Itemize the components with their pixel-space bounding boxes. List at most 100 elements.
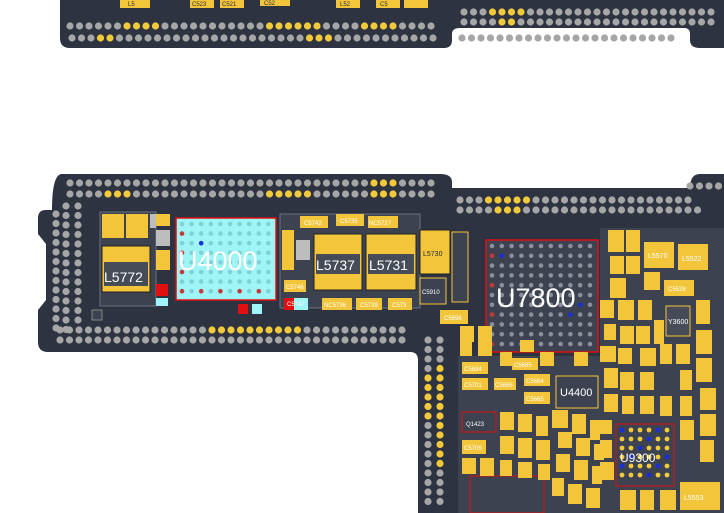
pad bbox=[637, 436, 643, 442]
pad bbox=[555, 8, 563, 16]
pad bbox=[568, 322, 573, 327]
pad bbox=[509, 312, 514, 317]
pad bbox=[208, 260, 214, 265]
pad bbox=[199, 22, 207, 30]
pad bbox=[180, 179, 188, 187]
pad bbox=[469, 18, 478, 26]
pad bbox=[469, 8, 478, 16]
l5570-label: L5570 bbox=[648, 253, 668, 260]
top-label-6: C5 bbox=[380, 2, 388, 8]
pad bbox=[424, 345, 432, 354]
pad bbox=[198, 288, 204, 294]
pad bbox=[104, 190, 112, 198]
c5739-label: C5739 bbox=[360, 303, 378, 309]
pad bbox=[113, 336, 121, 344]
u7800-chip[interactable]: U7800 bbox=[485, 239, 599, 353]
pad bbox=[628, 454, 634, 460]
pad bbox=[678, 8, 687, 16]
l5730-inductor[interactable] bbox=[419, 229, 451, 275]
pad bbox=[636, 196, 645, 204]
pad bbox=[587, 302, 593, 308]
passive bbox=[640, 348, 656, 366]
pad bbox=[456, 206, 464, 214]
top-label-4: C52 bbox=[264, 1, 276, 7]
pad bbox=[189, 221, 194, 227]
pad bbox=[275, 22, 283, 30]
pad bbox=[494, 196, 502, 204]
pad bbox=[577, 341, 583, 347]
pad bbox=[284, 179, 293, 187]
pad bbox=[189, 179, 198, 187]
pad bbox=[417, 179, 426, 187]
pad bbox=[505, 34, 514, 42]
pad bbox=[74, 316, 82, 324]
pad bbox=[132, 179, 141, 187]
pad bbox=[389, 22, 397, 30]
pad bbox=[94, 326, 102, 334]
passive bbox=[700, 414, 716, 436]
passive bbox=[644, 272, 660, 290]
pad bbox=[237, 231, 242, 236]
pad bbox=[208, 336, 216, 344]
pad bbox=[84, 336, 93, 344]
top-strip-components: L5 C523 C521 C52 L52 C5 bbox=[120, 0, 428, 8]
pad bbox=[688, 18, 696, 26]
pad bbox=[74, 249, 82, 258]
u4000-chip[interactable]: U4000 bbox=[175, 217, 277, 301]
pad bbox=[151, 336, 159, 344]
pad bbox=[424, 450, 432, 458]
pad bbox=[322, 190, 331, 198]
pad bbox=[460, 18, 468, 26]
pad bbox=[266, 288, 271, 294]
pad bbox=[265, 326, 273, 334]
pad bbox=[332, 22, 340, 30]
nc5736-label: NC5736 bbox=[324, 303, 347, 309]
u9300-chip[interactable]: U9300 bbox=[615, 423, 675, 487]
pad bbox=[534, 34, 542, 42]
pad bbox=[507, 18, 516, 26]
pad bbox=[558, 253, 563, 259]
pad bbox=[488, 18, 497, 26]
passive bbox=[500, 460, 512, 476]
pad bbox=[589, 206, 597, 214]
u4400-chip[interactable] bbox=[555, 375, 599, 409]
pad bbox=[198, 326, 207, 334]
q1423-transistor[interactable] bbox=[461, 411, 497, 433]
pad bbox=[189, 250, 194, 256]
c5665-label: C5665 bbox=[526, 397, 544, 403]
pad bbox=[572, 34, 580, 42]
passive bbox=[654, 320, 664, 344]
pad bbox=[560, 196, 569, 204]
pad bbox=[509, 243, 514, 249]
pad bbox=[237, 269, 242, 275]
pad bbox=[410, 34, 418, 42]
pad bbox=[436, 478, 444, 487]
pad bbox=[351, 22, 359, 30]
passive bbox=[540, 352, 554, 366]
pad bbox=[113, 190, 122, 198]
l5522-inductor[interactable] bbox=[678, 244, 708, 270]
passive bbox=[518, 414, 532, 432]
pad bbox=[179, 269, 185, 275]
passive bbox=[572, 414, 586, 434]
pad bbox=[498, 18, 506, 26]
pad bbox=[646, 463, 652, 469]
pad bbox=[558, 312, 563, 317]
y3600-crystal[interactable] bbox=[665, 305, 691, 337]
pad bbox=[331, 336, 340, 344]
pad bbox=[256, 240, 262, 246]
pad bbox=[179, 288, 185, 294]
l5730-label: L5730 bbox=[423, 251, 443, 258]
pad bbox=[674, 196, 683, 204]
pad bbox=[541, 206, 550, 214]
c5701-label: C5701 bbox=[464, 383, 482, 389]
l5553-inductor[interactable] bbox=[680, 482, 720, 510]
pad bbox=[372, 34, 380, 42]
pad bbox=[646, 427, 652, 433]
passive bbox=[608, 230, 624, 252]
l5570-inductor[interactable] bbox=[644, 242, 674, 268]
pad bbox=[460, 8, 468, 16]
pad bbox=[628, 436, 634, 442]
pad bbox=[509, 253, 514, 259]
